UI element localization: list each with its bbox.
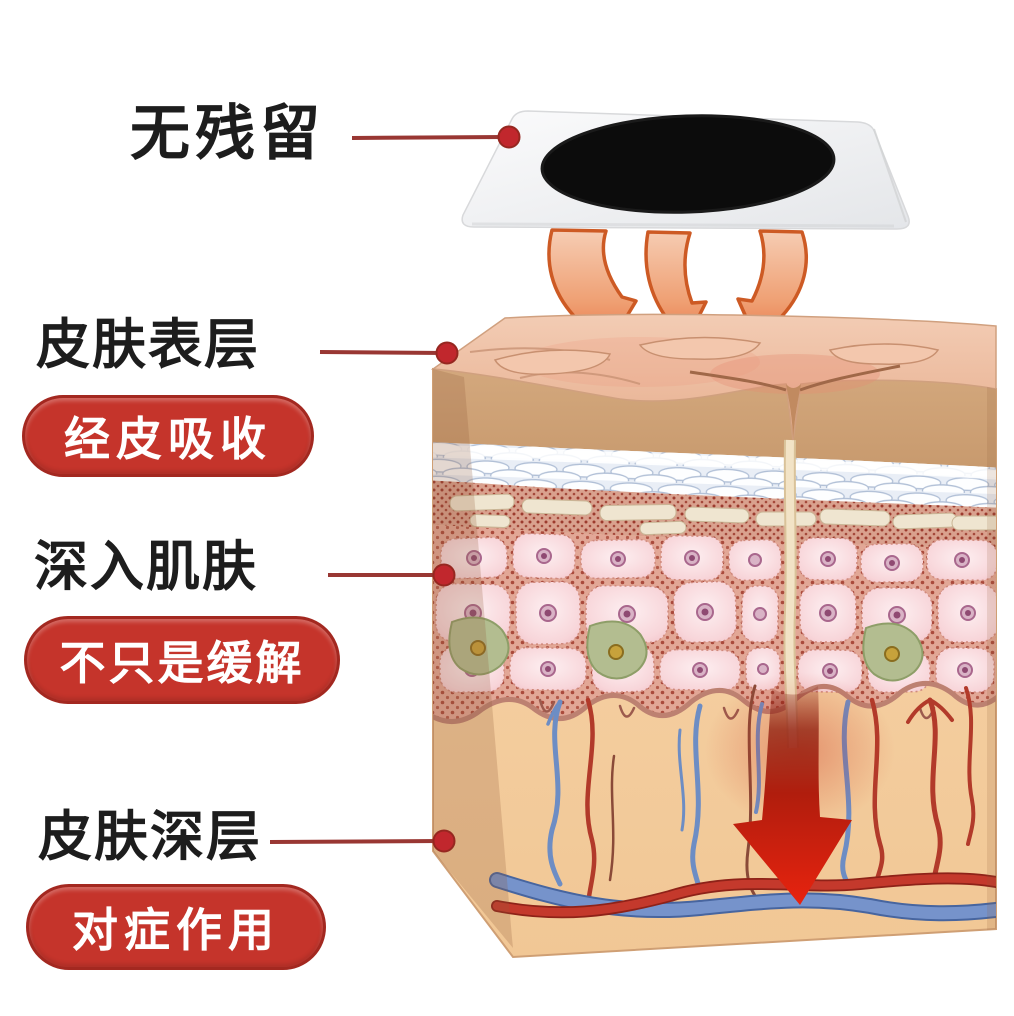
skin-cross-section-icon — [430, 313, 997, 959]
badge-targeted-action: 对症作用 — [26, 884, 326, 970]
leader-lines — [269, 135, 507, 844]
no-residue-title: 无残留 — [130, 101, 325, 167]
medicated-patch-icon — [461, 110, 910, 230]
callout-title-deep-skin-layer: 皮肤深层 — [38, 807, 262, 867]
callout-title-skin-surface: 皮肤表层 — [36, 315, 260, 375]
patch-black-plaster-icon — [540, 114, 836, 214]
callout-title-deep-into-skin: 深入肌肤 — [34, 537, 258, 597]
leader-dot-icon — [432, 125, 521, 853]
skin-surface-top-face — [430, 313, 997, 441]
gland-cell-icon — [448, 616, 924, 682]
deep-penetration-arrow-icon — [733, 686, 852, 905]
badge-transdermal-absorption: 经皮吸收 — [22, 395, 314, 477]
badge-not-just-relief: 不只是缓解 — [24, 616, 340, 704]
